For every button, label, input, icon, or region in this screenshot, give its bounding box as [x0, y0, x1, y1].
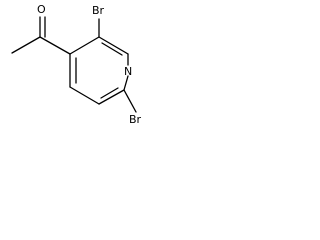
- atom-label-oxygen: O: [37, 3, 46, 16]
- bond-ring-to-carbonyl: [39, 36, 71, 55]
- ring-bond-c2-n1: [123, 75, 129, 91]
- ring-inner-double-bond-top: [101, 42, 123, 56]
- ring-inner-double-bond-bottom: [100, 87, 119, 99]
- bond-to-bromine-bottom: [123, 89, 137, 113]
- molecule-structure-diagram: Br N Br O: [11, 3, 142, 126]
- atom-label-nitrogen: N: [124, 65, 132, 78]
- ring-bond-c6-c2: [98, 89, 125, 105]
- ring-bond-c3-c4: [69, 36, 100, 55]
- atom-label-bromine-bottom: Br: [129, 113, 142, 126]
- atom-label-bromine-top: Br: [92, 4, 105, 17]
- ring-bond-c6a-c3: [98, 36, 129, 55]
- bond-carbonyl-to-methyl: [11, 36, 41, 54]
- ring-bond-c5-c6: [69, 86, 100, 105]
